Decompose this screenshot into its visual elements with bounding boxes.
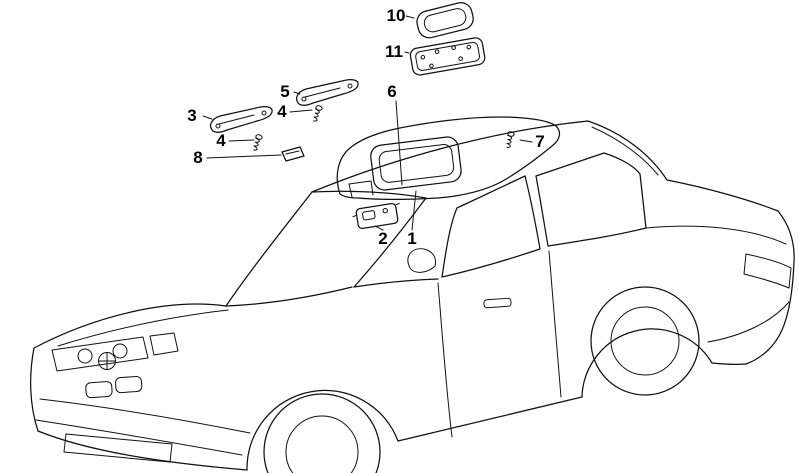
license-plate (64, 434, 172, 462)
side-mirror (408, 249, 436, 273)
callout-label-6: 6 (387, 82, 397, 101)
headliner-assembly (337, 117, 559, 199)
part-5-drawing (295, 78, 359, 107)
callout-label-1: 1 (407, 229, 417, 248)
callout-label-4a: 4 (277, 102, 287, 121)
part-4-screw-lower (251, 133, 264, 152)
part-8-drawing (282, 147, 304, 161)
sunroof-opening (370, 136, 463, 191)
part-4-screw-upper (311, 104, 324, 123)
kidney-grille (85, 376, 142, 398)
headlight-right (150, 333, 178, 355)
callout-label-7: 7 (535, 132, 545, 151)
console-cutout (349, 181, 373, 197)
callout-label-8: 8 (193, 148, 203, 167)
callout-label-5: 5 (280, 82, 290, 101)
part-2-drawing (352, 202, 403, 229)
callout-label-4b: 4 (216, 131, 226, 150)
callout-label-2: 2 (378, 229, 388, 248)
door-handle (484, 298, 511, 308)
front-wheel (247, 390, 398, 473)
part-3-drawing (209, 105, 273, 134)
callout-label-3: 3 (187, 106, 197, 125)
leader-lines (203, 16, 532, 230)
rear-wheel (582, 287, 712, 397)
callout-label-11: 11 (385, 42, 403, 61)
car-body-outline (31, 121, 794, 470)
headlight-left (52, 337, 148, 371)
part-10-drawing (415, 0, 476, 40)
bmw-roundel (99, 353, 116, 370)
callout-label-10: 10 (386, 6, 406, 25)
front-fascia (36, 333, 250, 462)
part-11-drawing (409, 37, 486, 76)
